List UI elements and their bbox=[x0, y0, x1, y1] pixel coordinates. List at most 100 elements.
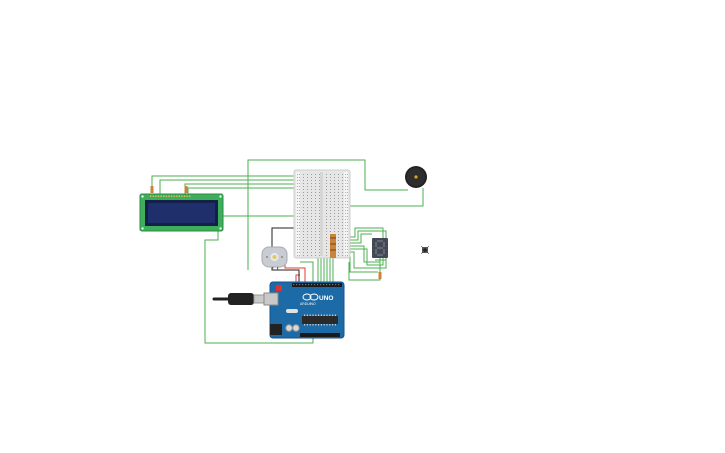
breadboard-hole bbox=[338, 177, 339, 178]
rail-hole bbox=[299, 252, 300, 253]
rail-hole bbox=[345, 228, 346, 229]
header-pin bbox=[317, 284, 319, 286]
lcd-pin bbox=[163, 195, 165, 197]
reset-button[interactable] bbox=[276, 285, 282, 291]
lcd-pin bbox=[160, 195, 162, 197]
breadboard-hole bbox=[319, 246, 320, 247]
header-pin bbox=[326, 284, 328, 286]
rail-hole bbox=[347, 246, 348, 247]
breadboard-hole bbox=[326, 225, 327, 226]
rail-hole bbox=[345, 186, 346, 187]
rail-hole bbox=[347, 216, 348, 217]
wire-lcd-4[interactable] bbox=[187, 187, 300, 194]
breadboard-hole bbox=[338, 183, 339, 184]
breadboard-hole bbox=[315, 219, 316, 220]
breadboard-hole bbox=[338, 231, 339, 232]
breadboard-hole bbox=[342, 222, 343, 223]
rail-hole bbox=[299, 216, 300, 217]
breadboard-hole bbox=[319, 192, 320, 193]
breadboard-hole bbox=[330, 177, 331, 178]
breadboard-hole bbox=[342, 192, 343, 193]
breadboard-hole bbox=[303, 201, 304, 202]
atmega-chip bbox=[302, 316, 338, 324]
breadboard-hole bbox=[319, 180, 320, 181]
breadboard-hole bbox=[311, 240, 312, 241]
breadboard-hole bbox=[303, 195, 304, 196]
chip-leg bbox=[318, 324, 320, 326]
segment-resistor[interactable] bbox=[378, 272, 382, 279]
rail-hole bbox=[345, 210, 346, 211]
rail-hole bbox=[345, 183, 346, 184]
breadboard-hole bbox=[307, 222, 308, 223]
rail-hole bbox=[299, 228, 300, 229]
arduino-uno[interactable]: UNO ARDUINO bbox=[263, 281, 345, 339]
chip-legs bbox=[304, 314, 336, 326]
breadboard-hole bbox=[342, 174, 343, 175]
breadboard-hole bbox=[303, 216, 304, 217]
lcd-resistor[interactable] bbox=[150, 186, 154, 193]
dc-motor[interactable] bbox=[261, 246, 288, 270]
breadboard-hole bbox=[338, 225, 339, 226]
rail-hole bbox=[297, 219, 298, 220]
breadboard-hole bbox=[311, 195, 312, 196]
breadboard[interactable] bbox=[293, 169, 351, 259]
chip-leg bbox=[315, 324, 317, 326]
rail-hole bbox=[297, 246, 298, 247]
breadboard-hole bbox=[330, 216, 331, 217]
chip-leg bbox=[329, 324, 331, 326]
breadboard-hole bbox=[319, 174, 320, 175]
breadboard-hole bbox=[303, 213, 304, 214]
breadboard-hole bbox=[307, 207, 308, 208]
rail-hole bbox=[345, 255, 346, 256]
breadboard-hole bbox=[326, 183, 327, 184]
breadboard-hole bbox=[342, 252, 343, 253]
wire-motor-gnd[interactable] bbox=[271, 227, 300, 252]
lcd-resistor[interactable] bbox=[184, 186, 188, 193]
breadboard-hole bbox=[330, 183, 331, 184]
resistor-bank[interactable] bbox=[330, 234, 336, 258]
rail-hole bbox=[297, 174, 298, 175]
rail-hole bbox=[347, 252, 348, 253]
breadboard-hole bbox=[311, 177, 312, 178]
breadboard-hole bbox=[338, 240, 339, 241]
breadboard-hole bbox=[311, 180, 312, 181]
breadboard-hole bbox=[315, 186, 316, 187]
wire-lcd-3[interactable] bbox=[184, 183, 300, 194]
chip-leg bbox=[306, 314, 308, 316]
wire-top-loop[interactable] bbox=[247, 159, 408, 270]
breadboard-hole bbox=[342, 186, 343, 187]
breadboard-hole bbox=[342, 180, 343, 181]
breadboard-hole bbox=[330, 231, 331, 232]
rail-hole bbox=[299, 207, 300, 208]
breadboard-hole bbox=[315, 201, 316, 202]
breadboard-hole bbox=[319, 225, 320, 226]
breadboard-hole bbox=[319, 243, 320, 244]
breadboard-hole bbox=[326, 246, 327, 247]
breadboard-hole bbox=[326, 213, 327, 214]
wire-seg-e[interactable] bbox=[337, 248, 384, 266]
lcd-display[interactable] bbox=[139, 193, 224, 232]
wire-lcd-2[interactable] bbox=[159, 179, 300, 194]
lcd-pin bbox=[181, 195, 183, 197]
breadboard-hole bbox=[315, 249, 316, 250]
piezo-buzzer[interactable] bbox=[405, 166, 427, 188]
breadboard-hole bbox=[315, 255, 316, 256]
wire-seg-common[interactable] bbox=[348, 260, 381, 281]
pushbutton[interactable] bbox=[421, 246, 429, 254]
breadboard-hole bbox=[315, 222, 316, 223]
lcd-pin bbox=[189, 195, 191, 197]
breadboard-hole bbox=[307, 225, 308, 226]
breadboard-hole bbox=[338, 195, 339, 196]
wire-pin-to-bb[interactable] bbox=[300, 261, 314, 284]
chip-leg bbox=[320, 324, 322, 326]
breadboard-hole bbox=[303, 174, 304, 175]
wire-seg-b[interactable] bbox=[337, 230, 387, 261]
usb-cable[interactable] bbox=[212, 293, 267, 305]
breadboard-hole bbox=[342, 189, 343, 190]
seven-segment-display[interactable] bbox=[372, 238, 388, 258]
rail-hole bbox=[299, 183, 300, 184]
chip-leg bbox=[323, 324, 325, 326]
rail-hole bbox=[347, 210, 348, 211]
